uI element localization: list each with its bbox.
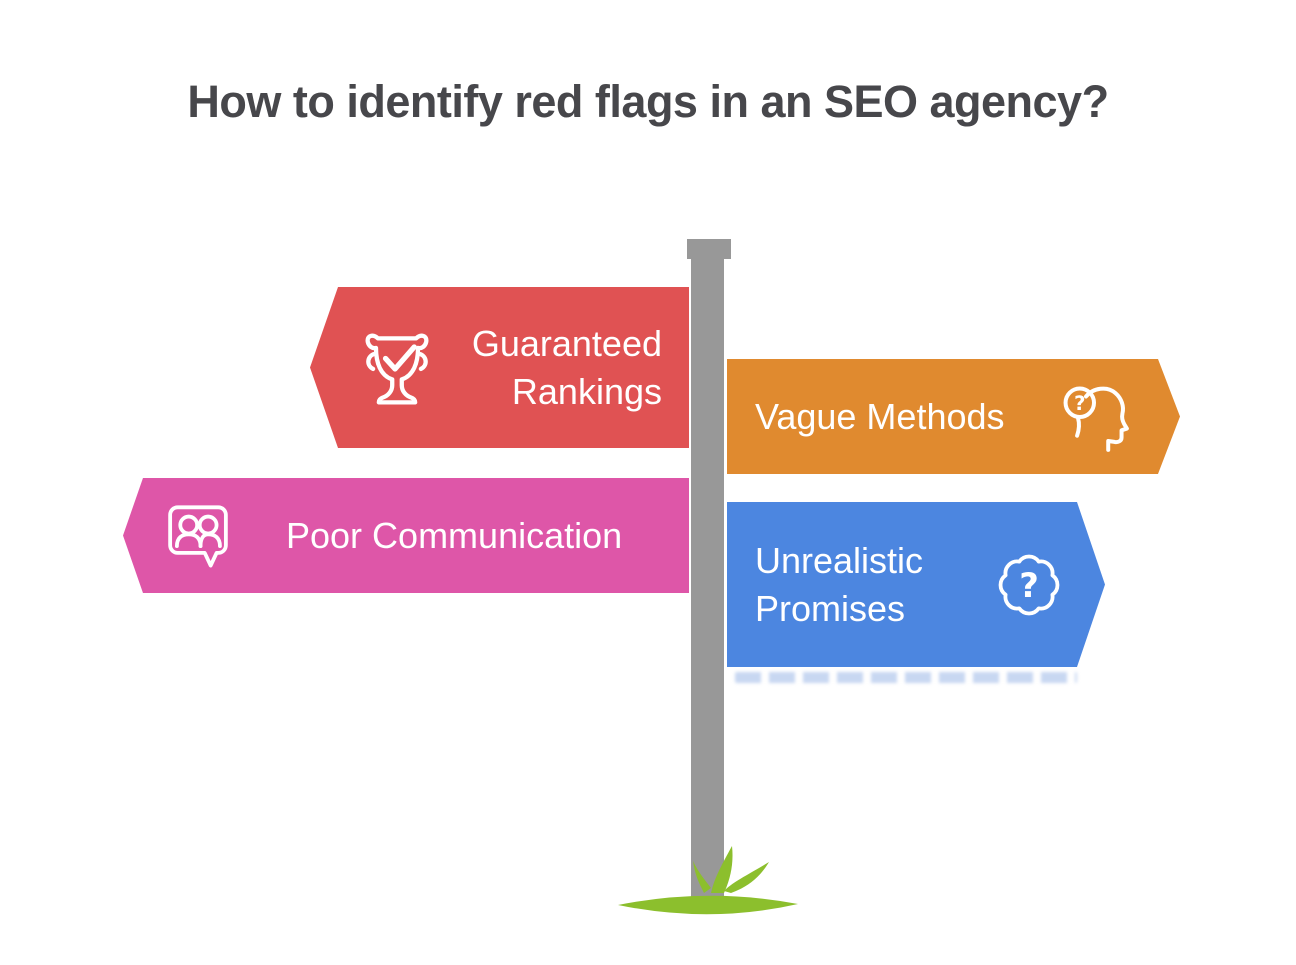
- sign-label-unrealistic-promises: Unrealistic Promises: [755, 539, 924, 629]
- grass-base: [600, 833, 820, 930]
- sign-vague-methods: Vague Methods ?: [727, 359, 1180, 474]
- signpost-pole-cap: [687, 239, 731, 259]
- sign-label-poor-communication: Poor Communication: [286, 514, 623, 556]
- question-cloud-icon: ?: [991, 547, 1067, 623]
- signpost-pole: [691, 258, 724, 898]
- page-title: How to identify red flags in an SEO agen…: [187, 76, 1109, 127]
- trophy-check-icon: [354, 325, 440, 411]
- svg-text:?: ?: [1074, 391, 1085, 414]
- sign-poor-communication: Poor Communication: [123, 478, 689, 593]
- sign-guaranteed-rankings: Guaranteed Rankings: [310, 287, 689, 448]
- head-magnifier-question-icon: ?: [1054, 377, 1134, 457]
- people-speech-bubble-icon: [160, 498, 236, 574]
- svg-text:?: ?: [1019, 565, 1039, 604]
- sign-unrealistic-promises: Unrealistic Promises ?: [727, 502, 1105, 667]
- faded-text-artifact: [735, 672, 1077, 683]
- sign-label-guaranteed-rankings: Guaranteed Rankings: [471, 322, 662, 412]
- sign-label-vague-methods: Vague Methods: [755, 395, 1005, 437]
